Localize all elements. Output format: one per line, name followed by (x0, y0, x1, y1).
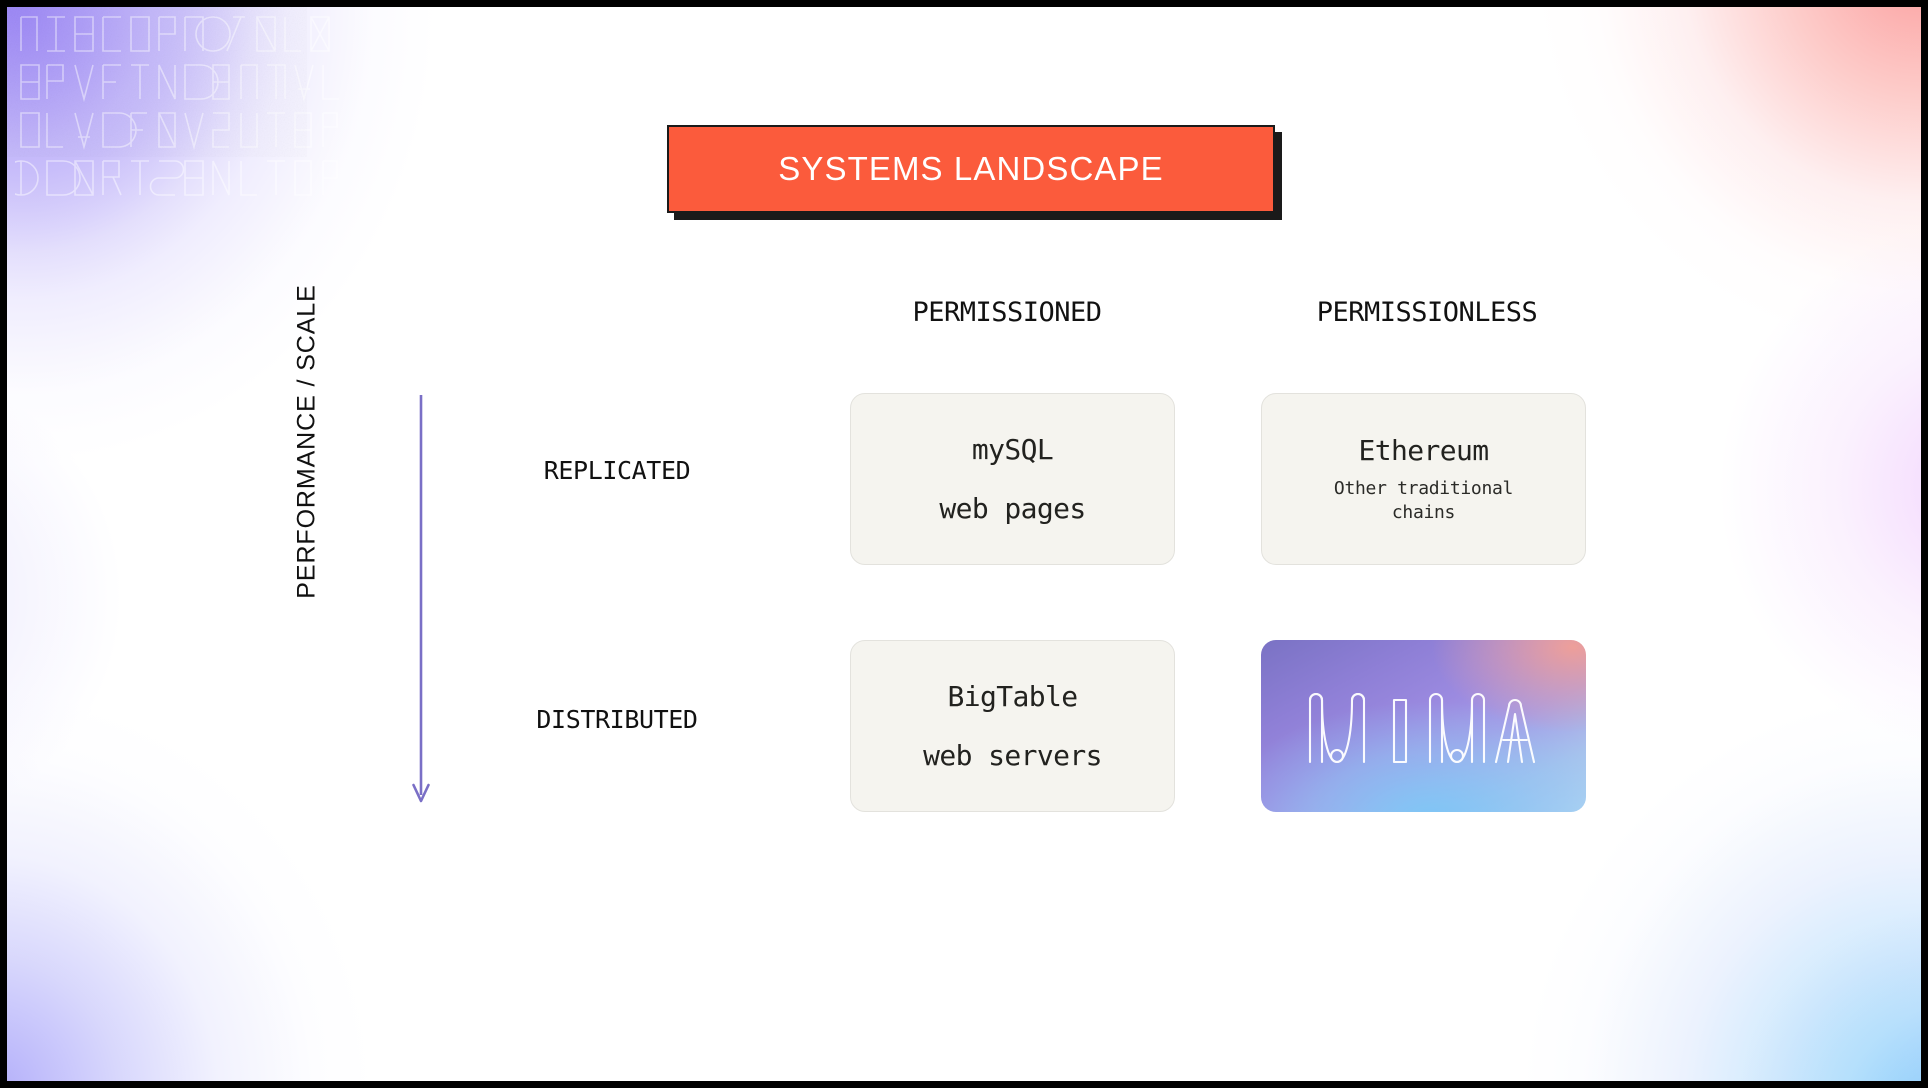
cell-note: Other traditional chains (1333, 478, 1514, 523)
cell-title: Ethereum (1358, 434, 1489, 468)
matrix-cell-ethereum[interactable]: Ethereum Other traditional chains (1261, 393, 1586, 565)
column-header-permissioned: PERMISSIONED (912, 297, 1102, 328)
title-banner: SYSTEMS LANDSCAPE (667, 125, 1275, 213)
cell-subtitle: web servers (923, 739, 1102, 772)
matrix-cell-mysql[interactable]: mySQL web pages (850, 393, 1175, 565)
row-label-replicated: REPLICATED (543, 456, 691, 485)
matrix-cell-bigtable[interactable]: BigTable web servers (850, 640, 1175, 812)
mina-wordmark-icon (1308, 692, 1535, 764)
y-axis-label: PERFORMANCE / SCALE (292, 284, 321, 599)
page-title: SYSTEMS LANDSCAPE (778, 150, 1164, 187)
cell-title: mySQL (971, 433, 1054, 466)
row-label-distributed: DISTRIBUTED (536, 705, 698, 734)
cell-subtitle: web pages (939, 492, 1086, 525)
cell-title: BigTable (947, 680, 1078, 713)
y-axis-arrow-icon (412, 395, 430, 803)
column-header-permissionless: PERMISSIONLESS (1316, 297, 1538, 328)
matrix-cell-mina[interactable] (1261, 640, 1586, 812)
